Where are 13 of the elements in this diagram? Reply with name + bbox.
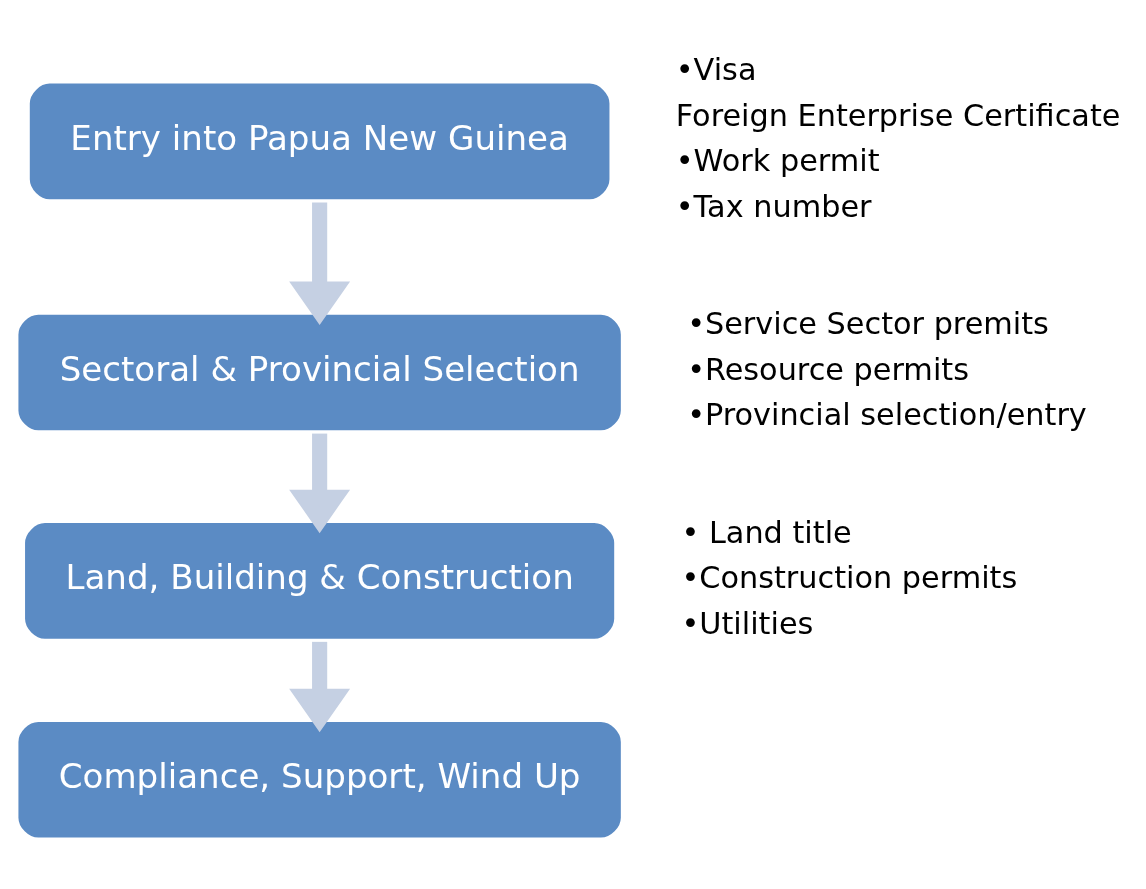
node-label: •Service Sector premits — [687, 306, 1049, 342]
node-label: Foreign Enterprise Certificate — [675, 97, 1121, 133]
node-label: •Work permit — [675, 143, 880, 179]
node-label: •Construction permits — [681, 560, 1018, 596]
node-label: •Provincial selection/entry — [687, 397, 1087, 433]
arrow — [289, 433, 351, 534]
arrow — [289, 641, 351, 733]
node-label: •Resource permits — [687, 351, 969, 387]
node-label: •Visa — [675, 52, 757, 88]
node-label: • Land title — [681, 514, 852, 550]
node-label: •Tax number — [675, 188, 872, 224]
arrow — [289, 202, 351, 325]
node-label: •Utilities — [681, 605, 814, 641]
